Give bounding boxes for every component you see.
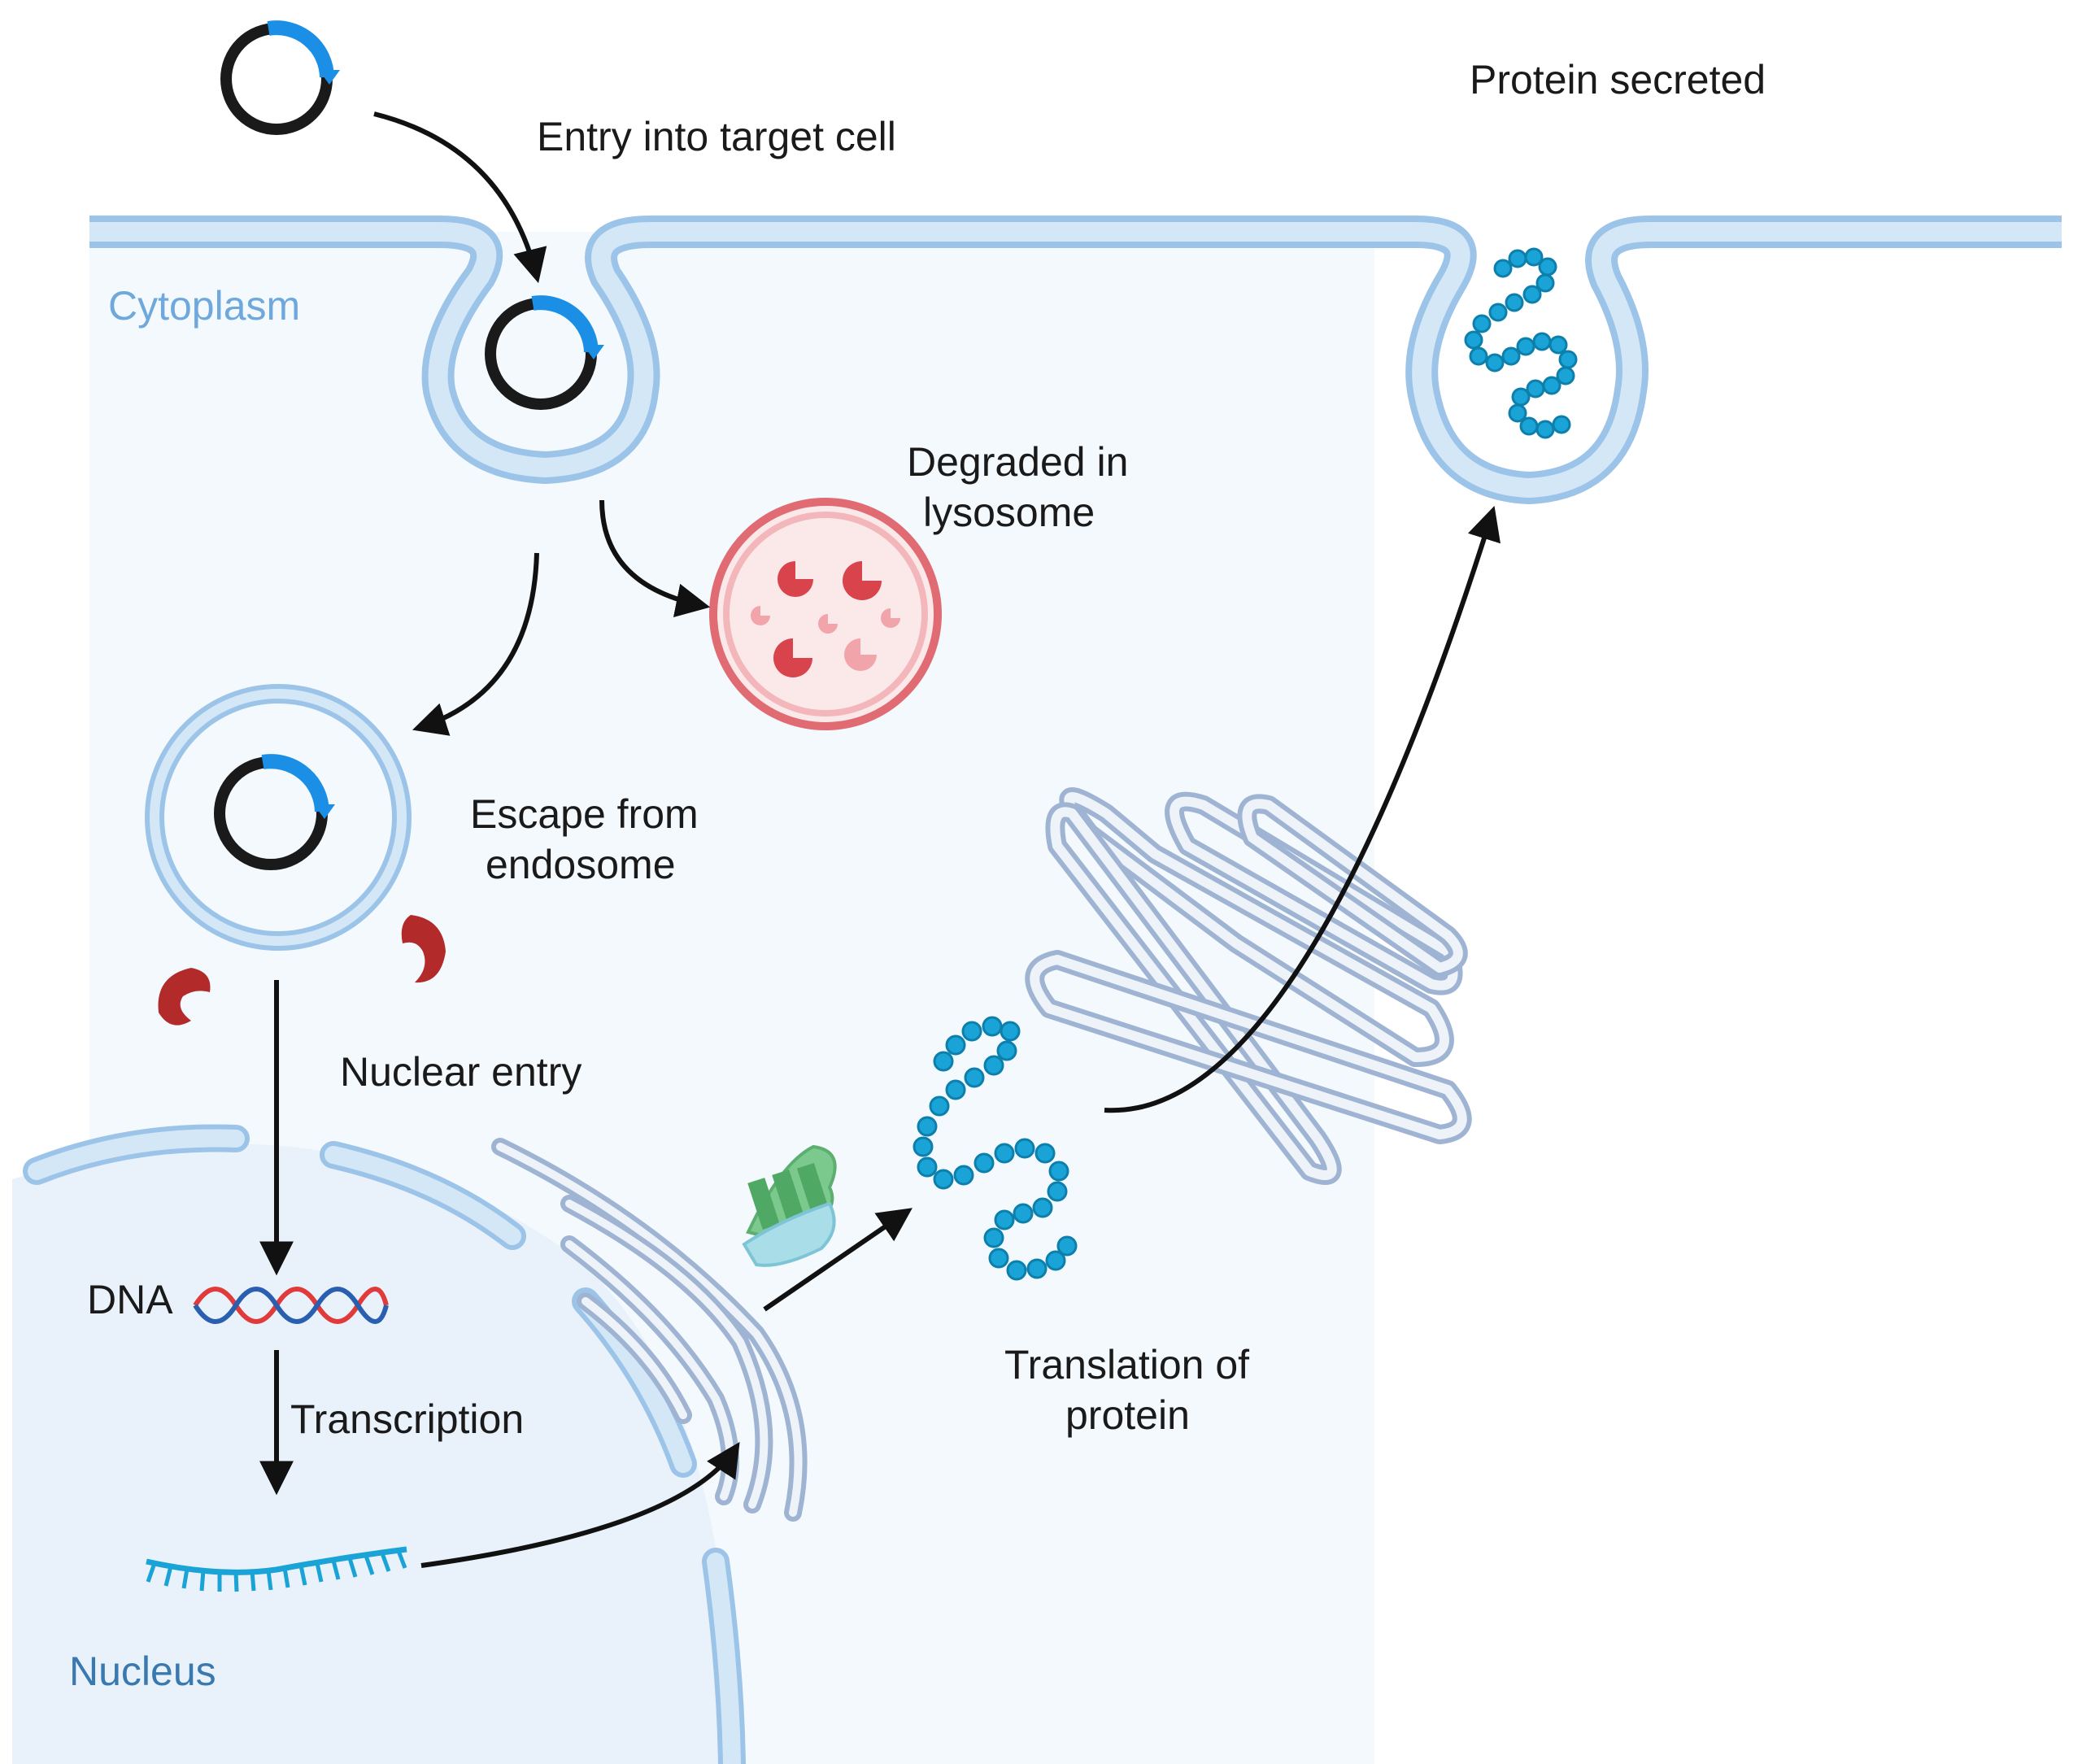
label-dna: DNA: [87, 1277, 173, 1322]
arrow-to-endosome: [412, 552, 539, 736]
label-cytoplasm: Cytoplasm: [108, 283, 300, 329]
endosome: [145, 684, 412, 951]
label-degraded-2: lysosome: [923, 490, 1095, 535]
label-escape-2: endosome: [486, 842, 676, 887]
mrna-icon: [146, 1546, 407, 1592]
lysosome-icon: [709, 498, 942, 730]
arrows: [259, 111, 1501, 1568]
label-secreted: Protein secreted: [1470, 57, 1766, 102]
label-nucleus: Nucleus: [69, 1649, 216, 1694]
dna-helix-icon: [193, 1287, 389, 1324]
golgi-icon: [1025, 787, 1472, 1185]
label-degraded-1: Degraded in: [907, 439, 1128, 485]
arrow-to-secretion: [1104, 505, 1501, 1113]
label-translation-1: Translation of: [1004, 1342, 1249, 1387]
arrow-mrna-to-er: [420, 1441, 740, 1568]
plasmid-icon: [220, 20, 340, 135]
nucleus: [12, 1124, 746, 1764]
label-entry: Entry into target cell: [537, 114, 896, 159]
label-translation-2: protein: [1065, 1392, 1190, 1438]
plasma-membrane: [89, 216, 2062, 505]
label-nuclear-entry: Nuclear entry: [340, 1049, 581, 1095]
ribosome-icon: [742, 1144, 837, 1267]
arrow-er-to-protein: [763, 1208, 913, 1312]
protein-chain-icon: [1464, 247, 1578, 439]
plasmid-icon: [485, 295, 604, 410]
arrow-entry: [373, 111, 547, 284]
arrow-to-lysosome: [599, 499, 711, 617]
label-transcription: Transcription: [290, 1396, 524, 1442]
label-escape-1: Escape from: [470, 791, 699, 837]
protein-chain-icon: [913, 1016, 1078, 1281]
escape-fragment-icon: [158, 915, 446, 1026]
